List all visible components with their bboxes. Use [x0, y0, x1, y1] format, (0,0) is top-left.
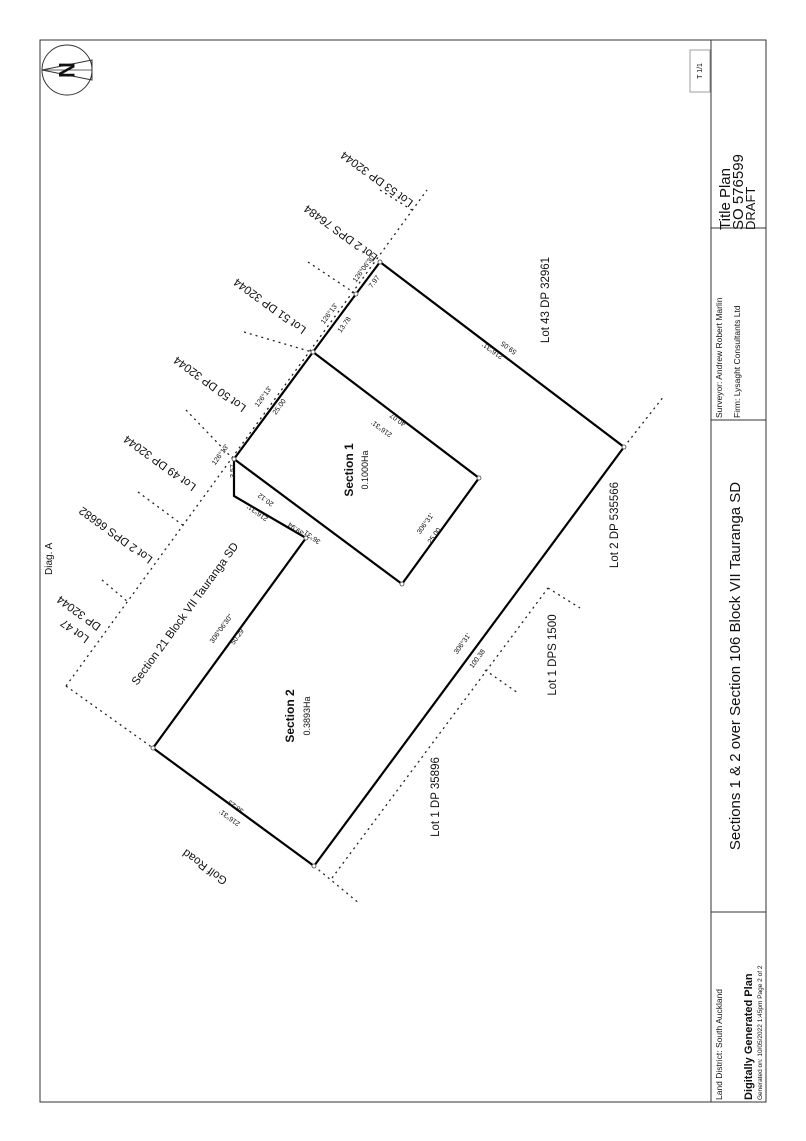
bearing: 216°31' [246, 502, 270, 522]
label-lot-2-dps-66682: Lot 2 DPS 66682 [77, 504, 155, 565]
bearing: 126°13' [253, 385, 273, 409]
adjoining-boundary [137, 491, 185, 527]
distance: 13.78 [337, 316, 353, 334]
section-1-area: 0.1000Ha [360, 450, 370, 489]
label-lot-53: Lot 53 DP 32044 [338, 148, 415, 209]
label-lot-49: Lot 49 DP 32044 [121, 432, 198, 493]
land-district: Land District: South Auckland [714, 989, 724, 1100]
label-lot-1-dps-1500: Lot 1 DPS 1500 [547, 614, 559, 695]
corner-mark [303, 535, 309, 541]
plan-type: Title Plan [717, 168, 734, 230]
distance: 25.00 [272, 398, 288, 416]
adjoining-boundary [484, 669, 519, 694]
section-2-area: 0.3893Ha [302, 696, 312, 735]
plan-number: SO 576599 [730, 154, 747, 230]
distance: 40.07 [389, 411, 407, 427]
label-lot-1-dp-35896: Lot 1 DP 35896 [430, 757, 442, 837]
label-lot-2-dp-535566: Lot 2 DP 535566 [609, 482, 621, 568]
plan-title: Sections 1 & 2 over Section 106 Block VI… [727, 482, 744, 850]
corner-mark [621, 444, 627, 450]
adjoining-boundary [313, 865, 361, 905]
parcel-boundaries [152, 260, 626, 868]
sheet-number-box [689, 49, 711, 93]
distance: 25.00 [427, 527, 443, 545]
corner-mark [311, 863, 317, 869]
corner-mark [353, 291, 359, 297]
corner-mark [231, 456, 237, 462]
adjoining-boundary [547, 587, 581, 609]
bearing-labels: 216°31' 59.05 126°06'30" 7.97 126°13' 13… [208, 251, 518, 827]
bearing: 126°13' [319, 302, 339, 326]
bearing: 306°31' [452, 632, 472, 656]
section-2-name: Section 2 [283, 689, 297, 743]
distance: 50.29 [230, 628, 246, 646]
section-1-boundary [233, 351, 481, 586]
diagram-label: Diag. A [44, 542, 55, 575]
plan-status: DRAFT [743, 187, 758, 230]
bearing: 216°31' [370, 418, 394, 438]
distance: 59.05 [500, 339, 518, 355]
label-lot-2-dps-76484: Lot 2 DPS 76484 [302, 201, 380, 263]
corner-mark [377, 259, 383, 265]
label-lot-51: Lot 51 DP 32044 [231, 275, 308, 336]
corner-mark [399, 581, 405, 587]
generated-heading: Digitally Generated Plan [743, 973, 755, 1100]
adjoining-boundary [379, 189, 413, 211]
adjoining-boundary [65, 685, 154, 749]
sheet-number: T 1/1 [697, 63, 704, 79]
outer-boundary [152, 260, 626, 868]
road-frontage-boundary [65, 189, 428, 687]
sheet-frame [39, 39, 767, 1103]
section-1-name: Section 1 [342, 443, 356, 497]
label-lot-43: Lot 43 DP 32961 [540, 257, 552, 343]
distance: 39.94 [287, 520, 305, 536]
corner-mark [310, 349, 316, 355]
adjoining-boundary [331, 587, 549, 879]
distance: 38.23 [227, 798, 245, 814]
adjoining-boundary [307, 261, 357, 295]
surveyor-name: Surveyor: Andrew Robert Marlin [714, 297, 724, 418]
corner-marks [150, 259, 627, 869]
label-lot-50: Lot 50 DP 32044 [171, 353, 248, 414]
generated-info: Generated on: 10/05/2022 1:45pm Page 2 o… [757, 965, 764, 1100]
north-arrow-icon: N [41, 44, 93, 96]
distance: 20.12 [257, 491, 275, 507]
corner-mark [476, 475, 482, 481]
label-golf-road: Golf Road [181, 846, 230, 886]
adjoining-boundary [101, 579, 129, 603]
bearing: 126°13' [210, 443, 230, 467]
adjoining-boundary [623, 395, 665, 448]
corner-mark [150, 745, 156, 751]
distance: 3.57 [230, 464, 237, 478]
firm-name: Firm: Lysaght Consultants Ltd [732, 305, 742, 418]
svg-text:N: N [54, 62, 79, 78]
adjoining-boundaries [65, 189, 665, 905]
